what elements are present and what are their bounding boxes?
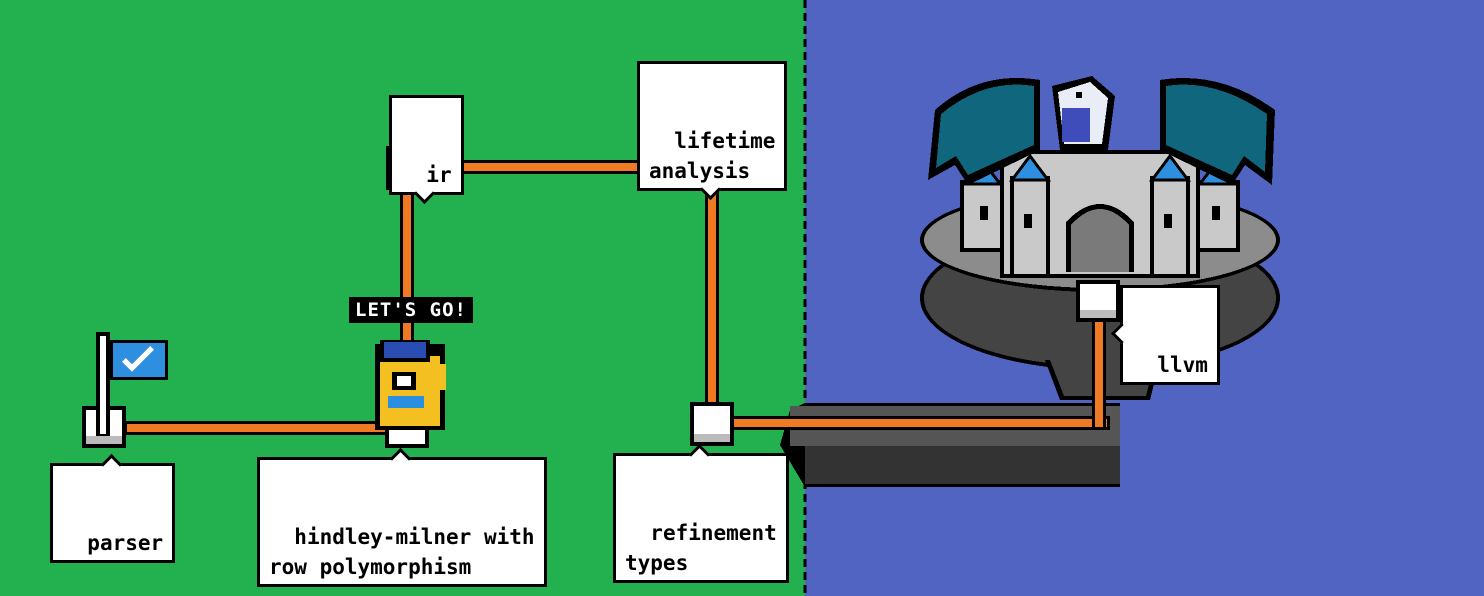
level-node-refinement-types[interactable] — [690, 402, 734, 446]
label-text: hindley-milner with row polymorphism — [269, 525, 535, 579]
lets-go-callout: LET'S GO! — [349, 297, 473, 323]
label-lifetime-analysis: lifetime analysis — [637, 61, 787, 191]
level-node-llvm[interactable] — [1076, 280, 1120, 322]
label-parser: parser — [50, 463, 175, 563]
label-text: llvm — [1157, 353, 1208, 377]
label-text: lifetime analysis — [649, 129, 775, 183]
label-text: parser — [87, 531, 163, 555]
bridge — [780, 403, 1120, 487]
label-ir: ir — [389, 95, 464, 195]
label-llvm: llvm — [1120, 285, 1220, 385]
label-text: refinement types — [625, 521, 777, 575]
label-hindley-milner: hindley-milner with row polymorphism — [257, 457, 547, 587]
label-refinement-types: refinement types — [613, 453, 789, 583]
bear-mascot-icon[interactable] — [375, 340, 446, 430]
label-text: ir — [426, 163, 451, 187]
